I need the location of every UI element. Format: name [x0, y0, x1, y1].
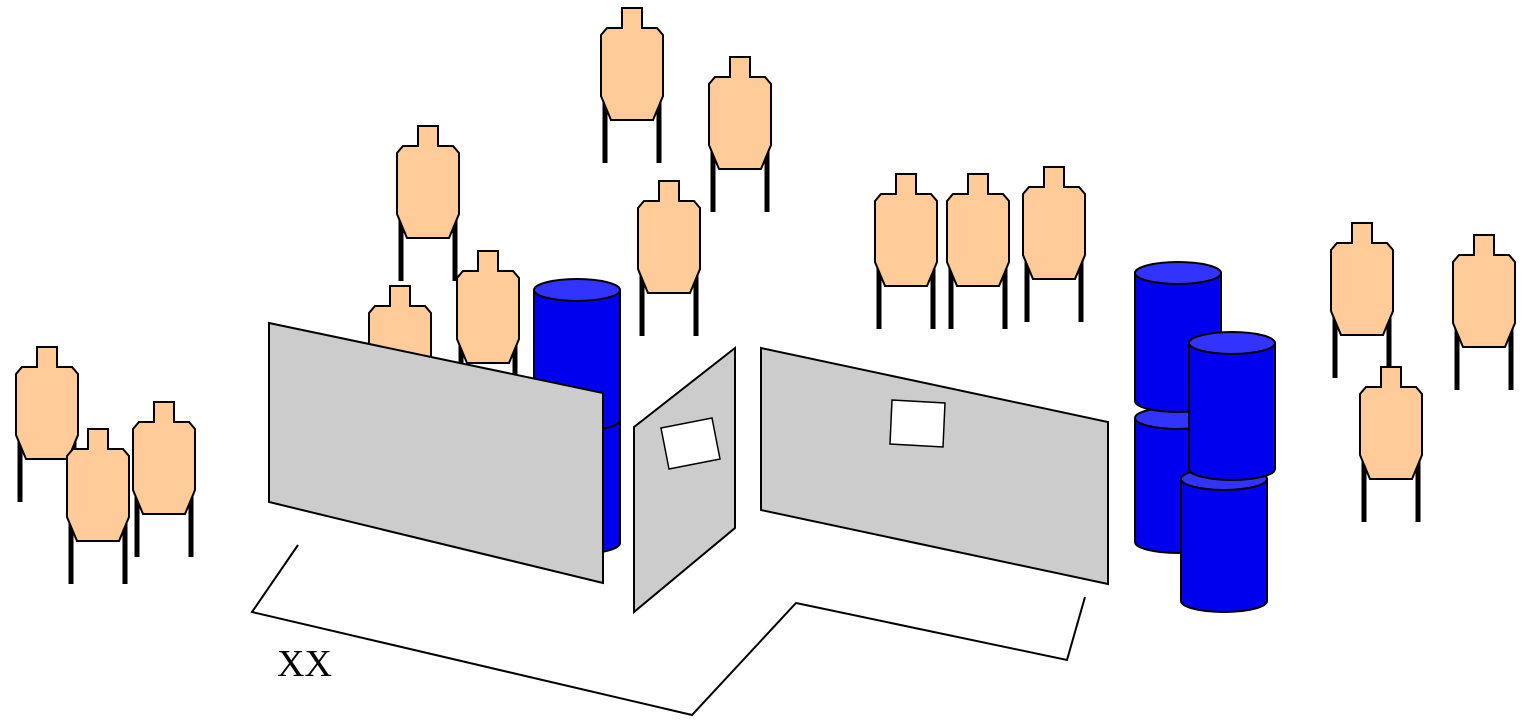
target-silhouette — [132, 401, 196, 515]
target-back-right-2 — [946, 173, 1010, 329]
wall-right — [760, 346, 1109, 586]
target-back-left-1 — [396, 125, 460, 281]
target-back-mid-1 — [637, 180, 701, 336]
target-silhouette — [15, 346, 79, 460]
target-silhouette — [456, 250, 520, 364]
barrel-top — [1188, 331, 1276, 355]
target-back-top-1 — [600, 7, 664, 163]
target-silhouette — [708, 56, 772, 170]
target-left-group-3 — [132, 401, 196, 557]
fault-line — [250, 544, 1086, 717]
barrel-top — [1134, 261, 1222, 285]
barrel-top — [533, 278, 621, 302]
target-silhouette — [874, 173, 938, 287]
target-silhouette — [1452, 234, 1516, 348]
target-silhouette — [396, 125, 460, 239]
barrel-right-front-upper — [1188, 331, 1276, 481]
target-silhouette — [946, 173, 1010, 287]
target-back-top-2 — [708, 56, 772, 212]
barrel-body — [1188, 342, 1276, 481]
target-far-right-2 — [1452, 234, 1516, 390]
target-silhouette — [600, 7, 664, 121]
target-far-right-1 — [1330, 222, 1394, 378]
fault-line-label: XX — [277, 643, 332, 685]
wall-center-door — [633, 345, 736, 615]
barrel-body — [1180, 478, 1268, 613]
wall-paper-door — [660, 417, 721, 470]
target-silhouette — [1330, 222, 1394, 336]
target-silhouette — [637, 180, 701, 294]
target-silhouette — [1022, 166, 1086, 280]
target-silhouette — [1359, 366, 1423, 480]
target-back-right-3 — [1022, 166, 1086, 322]
target-far-right-3 — [1359, 366, 1423, 522]
wall-left — [268, 321, 604, 585]
barrel-right-front-lower — [1180, 467, 1268, 613]
wall-paper-right — [889, 399, 946, 448]
target-back-right-1 — [874, 173, 938, 329]
target-left-group-2 — [66, 428, 130, 584]
target-silhouette — [66, 428, 130, 542]
